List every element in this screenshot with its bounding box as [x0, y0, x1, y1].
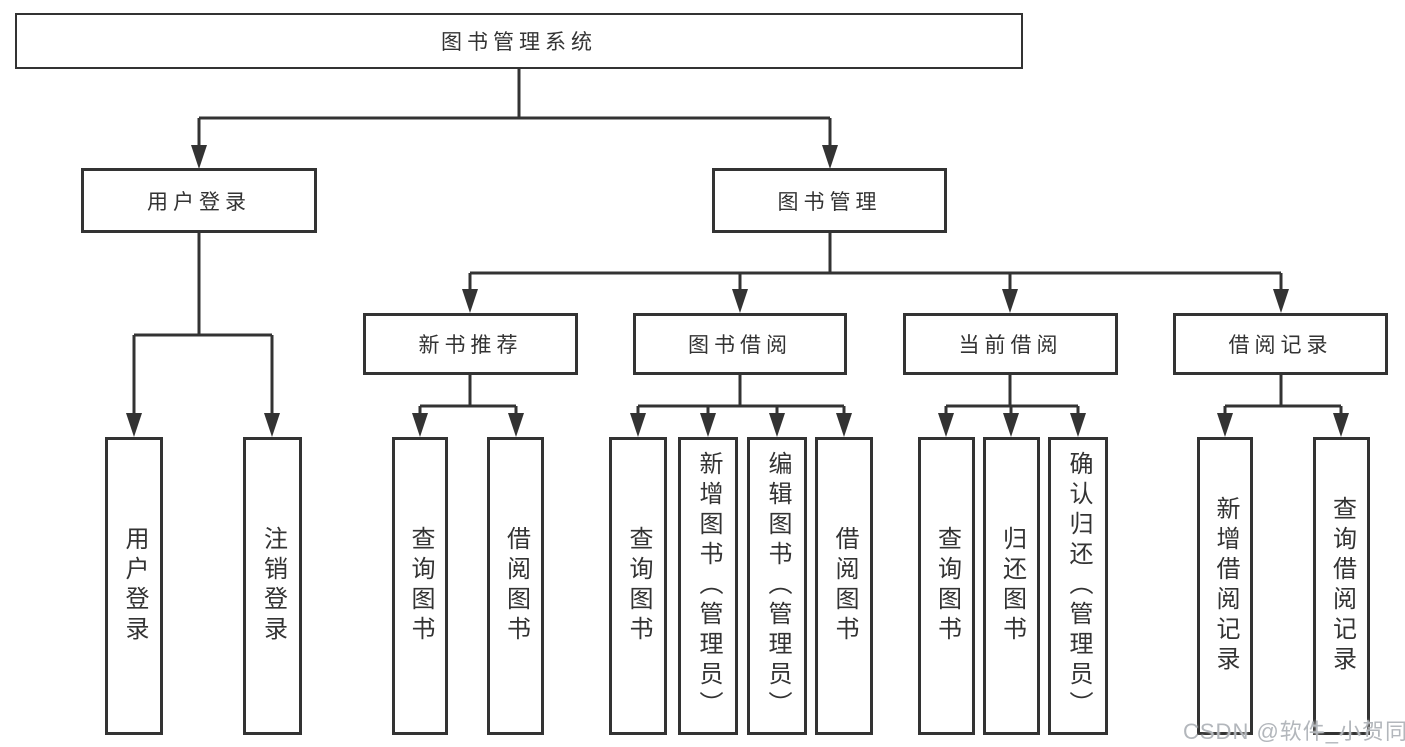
leaf-recommend-query-books-label: 查询图书: [407, 526, 434, 646]
connector-lines: [132, 69, 1343, 416]
node-user-login: 用户登录: [81, 168, 317, 233]
leaf-recommend-borrow-books: 借阅图书: [487, 437, 544, 735]
leaf-recommend-borrow-books-label: 借阅图书: [502, 526, 530, 646]
leaf-current-return-books-label: 归还图书: [998, 526, 1026, 646]
leaf-records-add-record: 新增借阅记录: [1197, 437, 1253, 735]
node-borrow-records: 借阅记录: [1173, 313, 1388, 375]
leaf-current-query-books-label: 查询图书: [933, 526, 961, 646]
node-current-borrow: 当前借阅: [903, 313, 1118, 375]
node-library-management-system: 图书管理系统: [15, 13, 1023, 69]
leaf-current-confirm-return-admin-label: 确认归还（管理员）: [1065, 451, 1092, 721]
leaf-logout: 注销登录: [243, 437, 302, 735]
leaf-current-return-books: 归还图书: [983, 437, 1040, 735]
watermark: CSDN @软件_小贺同学: [1183, 719, 1405, 744]
leaf-borrow-query-books-label: 查询图书: [625, 526, 652, 646]
leaf-borrow-add-books-admin-label: 新增图书（管理员）: [695, 451, 722, 721]
leaf-current-query-books: 查询图书: [918, 437, 975, 735]
leaf-borrow-query-books: 查询图书: [609, 437, 667, 735]
leaf-records-add-record-label: 新增借阅记录: [1212, 496, 1239, 676]
leaf-borrow-add-books-admin: 新增图书（管理员）: [678, 437, 738, 735]
leaf-logout-label: 注销登录: [259, 526, 287, 646]
leaf-borrow-edit-books-admin-label: 编辑图书（管理员）: [764, 451, 791, 721]
leaf-borrow-borrow-books: 借阅图书: [815, 437, 873, 735]
node-new-book-recommend: 新书推荐: [363, 313, 578, 375]
leaf-records-query-record-label: 查询借阅记录: [1328, 496, 1356, 676]
leaf-user-login-label: 用户登录: [121, 526, 148, 646]
node-book-management: 图书管理: [712, 168, 947, 233]
node-book-borrow: 图书借阅: [633, 313, 847, 375]
leaf-borrow-borrow-books-label: 借阅图书: [831, 526, 858, 646]
leaf-borrow-edit-books-admin: 编辑图书（管理员）: [747, 437, 807, 735]
leaf-current-confirm-return-admin: 确认归还（管理员）: [1048, 437, 1108, 735]
leaf-user-login: 用户登录: [105, 437, 163, 735]
leaf-records-query-record: 查询借阅记录: [1313, 437, 1370, 735]
leaf-recommend-query-books: 查询图书: [392, 437, 448, 735]
